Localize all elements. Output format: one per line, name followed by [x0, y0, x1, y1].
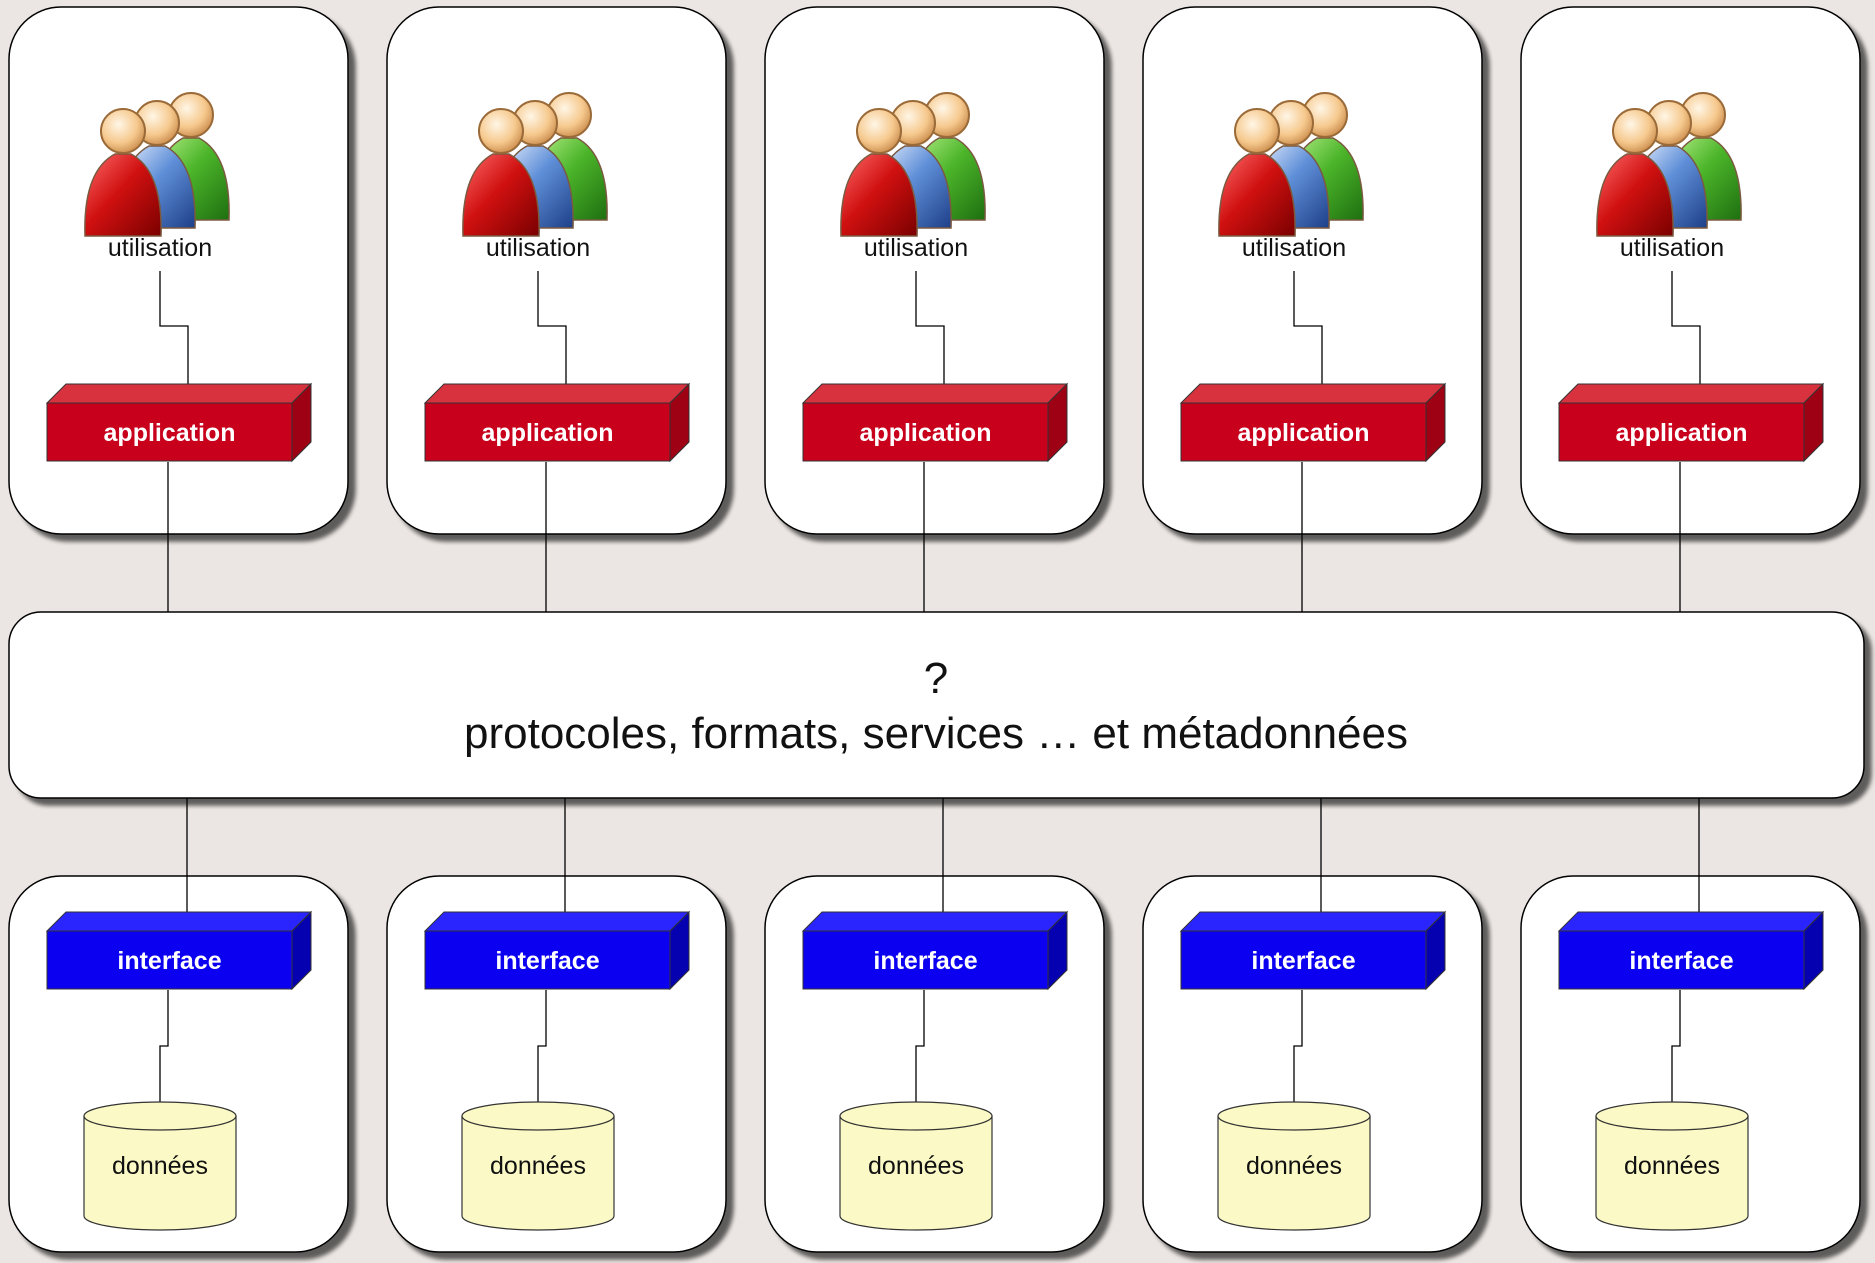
users-group-icon — [1218, 92, 1364, 237]
interface-block: interface — [1179, 910, 1447, 991]
data-label: données — [1624, 1152, 1720, 1180]
users-group-icon — [1596, 92, 1742, 237]
usage-label: utilisation — [1620, 234, 1724, 262]
connector-line — [537, 990, 547, 1102]
application-block: application — [801, 382, 1069, 463]
column-1: utilisation application interface données — [8, 6, 349, 1253]
column-4: utilisation application interface données — [1142, 6, 1483, 1253]
connector-line — [1671, 271, 1701, 384]
application-block: application — [423, 382, 691, 463]
application-block-label: application — [860, 419, 992, 447]
connector-line — [915, 271, 945, 384]
middleware-question: ? — [924, 654, 948, 703]
column-5: utilisation application interface données — [1520, 6, 1861, 1253]
interface-block: interface — [801, 910, 1069, 991]
connector-line — [537, 271, 567, 384]
column-3: utilisation application interface données — [764, 6, 1105, 1253]
interface-block: interface — [423, 910, 691, 991]
interface-block-label: interface — [873, 947, 977, 975]
database-cylinder-icon — [1217, 1101, 1371, 1231]
column-2: utilisation application interface données — [386, 6, 727, 1253]
connector-line — [159, 990, 169, 1102]
database-cylinder-icon — [839, 1101, 993, 1231]
usage-label: utilisation — [486, 234, 590, 262]
data-label: données — [868, 1152, 964, 1180]
middleware-description: protocoles, formats, services … et métad… — [464, 709, 1408, 758]
interface-block-label: interface — [1251, 947, 1355, 975]
data-label: données — [1246, 1152, 1342, 1180]
usage-label: utilisation — [1242, 234, 1346, 262]
database-cylinder-icon — [461, 1101, 615, 1231]
application-block-label: application — [1616, 419, 1748, 447]
users-group-icon — [840, 92, 986, 237]
users-group-icon — [84, 92, 230, 237]
application-block-label: application — [482, 419, 614, 447]
interface-block-label: interface — [1629, 947, 1733, 975]
database-cylinder-icon — [83, 1101, 237, 1231]
data-label: données — [112, 1152, 208, 1180]
interface-block: interface — [45, 910, 313, 991]
usage-label: utilisation — [864, 234, 968, 262]
connector-line — [1671, 990, 1681, 1102]
application-block-label: application — [104, 419, 236, 447]
interface-block-label: interface — [495, 947, 599, 975]
application-block: application — [1557, 382, 1825, 463]
connector-line — [915, 990, 925, 1102]
application-block: application — [1179, 382, 1447, 463]
connector-line — [1293, 271, 1323, 384]
application-block: application — [45, 382, 313, 463]
interface-block: interface — [1557, 910, 1825, 991]
usage-label: utilisation — [108, 234, 212, 262]
connector-line — [1293, 990, 1303, 1102]
middleware-box: ? protocoles, formats, services … et mét… — [8, 611, 1865, 799]
users-group-icon — [462, 92, 608, 237]
database-cylinder-icon — [1595, 1101, 1749, 1231]
connector-line — [159, 271, 189, 384]
interface-block-label: interface — [117, 947, 221, 975]
data-label: données — [490, 1152, 586, 1180]
application-block-label: application — [1238, 419, 1370, 447]
